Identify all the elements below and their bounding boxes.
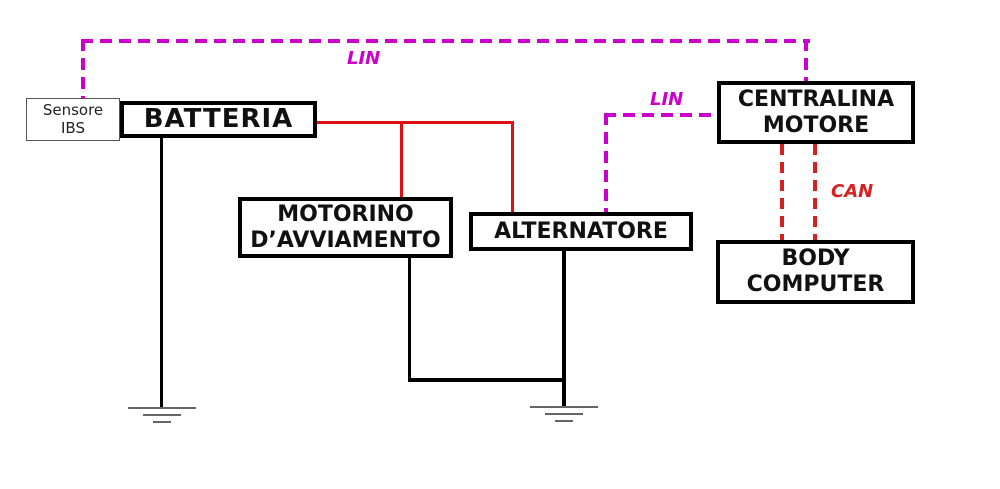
ground-wire-starter-horizontal (408, 378, 566, 382)
node-body-computer-line2: COMPUTER (746, 272, 885, 297)
lin-bus-line-sensor-drop (81, 39, 85, 98)
node-centralina-motore: CENTRALINA MOTORE (717, 81, 915, 144)
node-sensore-ibs-line2: IBS (61, 118, 85, 137)
node-motorino-line2: D’AVVIAMENTO (250, 227, 441, 253)
node-motorino-avviamento: MOTORINO D’AVVIAMENTO (238, 197, 453, 258)
node-sensore-ibs: Sensore IBS (26, 98, 120, 141)
ground-wire-starter-drop (408, 258, 411, 382)
lin-bus-line-top (81, 39, 810, 43)
lin-bus-label-top: LIN (347, 48, 381, 69)
can-bus-label: CAN (831, 181, 874, 202)
ground-bar-1 (530, 406, 598, 408)
can-bus-line-left (780, 144, 784, 240)
lin-bus-line-alternator-horizontal (604, 113, 717, 117)
ground-bar-1 (128, 407, 196, 409)
ground-bar-3 (555, 420, 573, 422)
ground-bar-2 (143, 414, 181, 416)
node-sensore-ibs-line1: Sensore (42, 100, 104, 119)
ground-bar-2 (545, 413, 583, 415)
ground-bar-3 (153, 421, 171, 423)
ground-wire-alternator (562, 251, 566, 407)
lin-bus-line-alternator-drop (604, 113, 608, 213)
power-line-starter-drop (400, 121, 403, 197)
node-batteria-label: BATTERIA (143, 104, 294, 135)
node-body-computer-line1: BODY (781, 246, 850, 272)
node-alternatore: ALTERNATORE (469, 212, 693, 251)
node-alternatore-label: ALTERNATORE (494, 218, 668, 244)
node-body-computer: BODY COMPUTER (716, 240, 915, 304)
node-centralina-line1: CENTRALINA (737, 86, 895, 112)
node-motorino-line1: MOTORINO (277, 201, 414, 227)
node-centralina-line2: MOTORE (762, 112, 870, 138)
node-batteria: BATTERIA (120, 101, 317, 138)
power-line-alternator-drop (511, 121, 514, 213)
can-bus-line-right (813, 144, 817, 240)
lin-bus-label-alternator: LIN (650, 89, 684, 110)
power-line-battery-horizontal (317, 121, 514, 124)
lin-bus-line-ecu-drop (804, 39, 808, 81)
ground-wire-battery (160, 138, 163, 408)
